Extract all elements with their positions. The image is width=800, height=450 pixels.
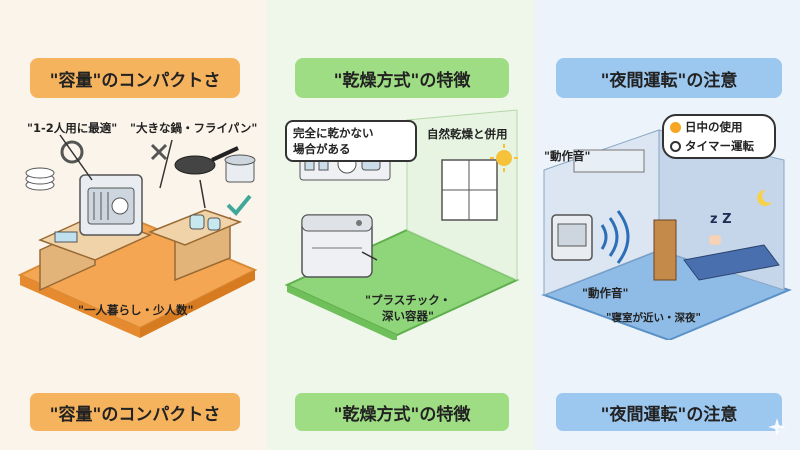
compact-dishwasher-icon [79,174,143,236]
panel-footer-drying: "乾燥方式"の特徴 [295,393,509,431]
label-single-household: "一人暮らし・少人数" [78,303,194,317]
bubble-line-1: 完全に乾かない [293,126,374,140]
tip-daytime-row: 日中の使用 [670,119,768,135]
drying-warning-bubble: 完全に乾かない 場合がある [285,120,417,162]
pot-icon [224,154,256,183]
sun-small-icon [670,121,681,133]
panel-night-operation: "夜間運転"の注意 "動作音" "動作音" "寝室が近い・深夜" z [534,0,800,450]
label-plastic-containers: "プラスチック・ 深い容器" [365,292,451,324]
label-natural-drying: 自然乾燥と併用 [427,127,508,141]
drying-illustration [284,109,520,340]
dishwasher-icon [301,214,373,278]
label-plastic-line-1: "プラスチック・ [365,293,452,307]
tip-timer: タイマー運転 [685,139,754,153]
sun-icon [490,144,518,172]
bubble-line-2: 場合がある [293,142,351,156]
moon-icon [757,189,772,206]
panel-title-drying: "乾燥方式"の特徴 [295,58,509,98]
kitchen-illustration [17,134,258,338]
panel-title-night: "夜間運転"の注意 [556,58,782,98]
timer-icon [670,140,681,152]
sparkle-icon [768,418,786,436]
label-bedroom-near: "寝室が近い・深夜" [606,312,701,324]
sleep-zzz: z Z [710,212,732,227]
ng-cross-icon [150,143,168,161]
bed-icon [683,235,780,281]
tip-timer-row: タイマー運転 [670,138,768,154]
night-illustration [541,129,792,340]
frying-pan-icon [174,146,239,175]
label-plastic-line-2: 深い容器" [382,309,435,323]
tips-bubble: 日中の使用 タイマー運転 [662,114,776,159]
panel-title-capacity: "容量"のコンパクトさ [30,58,240,98]
label-noise-bottom: "動作音" [582,286,629,300]
panel-capacity: "容量"のコンパクトさ [0,0,267,450]
window-icon [441,159,498,221]
label-large-cookware: "大きな鍋・フライパン" [130,121,258,135]
dishwasher-icon-night [551,214,593,261]
ok-circle-icon [60,140,84,164]
panel-footer-night: "夜間運転"の注意 [556,393,782,431]
door-icon [653,219,677,281]
sound-wave-icon [600,210,630,264]
tip-daytime: 日中の使用 [685,120,743,134]
check-icon [226,194,252,216]
label-small-capacity: "1-2人用に最適" [27,121,118,135]
label-noise-top: "動作音" [544,149,591,163]
panel-drying: "乾燥方式"の特徴 [267,0,534,450]
panel-footer-capacity: "容量"のコンパクトさ [30,393,240,431]
